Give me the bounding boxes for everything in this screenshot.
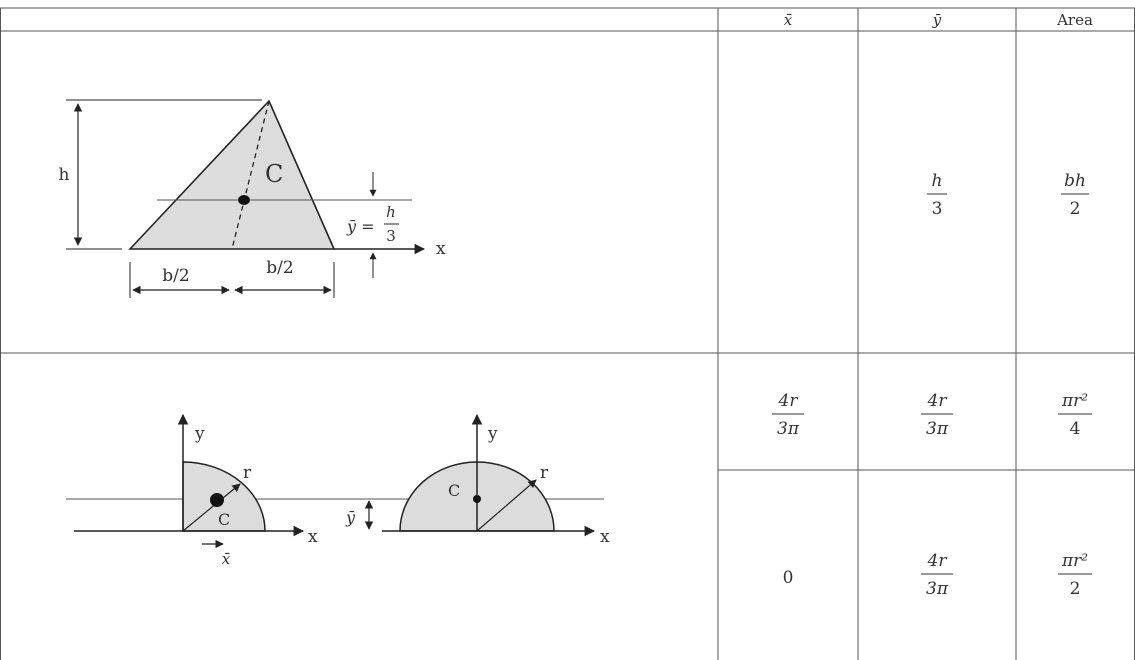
triangle-area-den: 2	[1070, 199, 1081, 219]
triangle-area-num: bh	[1064, 171, 1086, 191]
header-area: Area	[1056, 11, 1093, 29]
semi-radius-arrow	[476, 479, 537, 532]
semi-area-num: πr²	[1061, 551, 1088, 571]
quarter-radius-label: r	[243, 463, 252, 483]
header-ybar: ȳ	[932, 11, 942, 29]
semi-ybar-label: ȳ	[345, 508, 356, 527]
header-xbar: x̄	[784, 11, 793, 29]
quarter-area-den: 4	[1070, 419, 1081, 439]
semicircle-figure: y x r C ȳ	[345, 413, 610, 547]
semi-y-label: y	[487, 424, 498, 444]
centroid-dot	[238, 195, 250, 205]
half-base-left-label: b/2	[162, 266, 189, 286]
xbar-label: x̄	[222, 550, 231, 568]
semi-ybar-num: 4r	[927, 551, 948, 571]
ybar-label: ȳ =	[346, 217, 375, 236]
quarter-circle-figure: y x r C x̄	[74, 413, 318, 568]
ybar-frac-num: h	[386, 203, 396, 221]
semi-area-den: 2	[1070, 579, 1081, 599]
quarter-radius-arrow	[182, 483, 241, 532]
median-line	[231, 100, 270, 250]
semi-x-label: x	[600, 527, 610, 547]
semi-radius-label: r	[540, 463, 549, 483]
x-axis-label: x	[436, 239, 446, 259]
table-grid	[0, 7, 1135, 660]
quarter-centroid-dot	[210, 493, 224, 507]
ybar-frac-den: 3	[386, 227, 396, 245]
quarter-xbar-num: 4r	[778, 391, 799, 411]
quarter-ybar-num: 4r	[927, 391, 948, 411]
quarter-x-label: x	[308, 527, 318, 547]
semi-xbar-value: 0	[783, 568, 794, 588]
half-base-right-label: b/2	[266, 258, 293, 278]
semi-centroid-label: C	[448, 481, 460, 500]
quarter-xbar-den: 3π	[777, 419, 800, 439]
triangle-figure: C h x ȳ = h 3 b/2 b/2	[59, 99, 446, 298]
centroid-label: C	[265, 160, 283, 188]
semi-centroid-dot	[473, 495, 481, 503]
triangle-ybar-den: 3	[932, 199, 943, 219]
triangle-shape	[128, 99, 336, 250]
quarter-y-label: y	[194, 424, 205, 444]
triangle-ybar-num: h	[932, 171, 943, 191]
quarter-ybar-den: 3π	[926, 419, 949, 439]
quarter-centroid-label: C	[218, 510, 230, 529]
height-label: h	[59, 165, 70, 185]
semi-ybar-den: 3π	[926, 579, 949, 599]
quarter-area-num: πr²	[1061, 391, 1088, 411]
